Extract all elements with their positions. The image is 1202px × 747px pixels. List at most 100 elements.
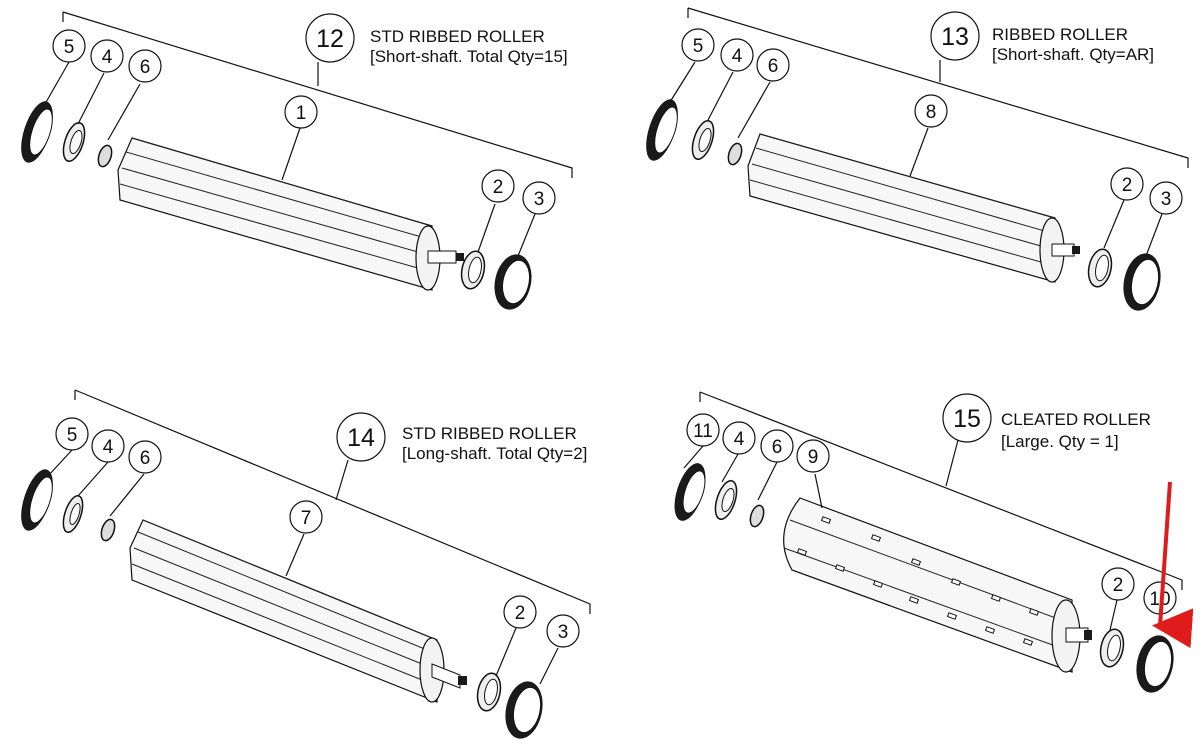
roller-rib — [789, 519, 1073, 625]
part-number: 4 — [734, 429, 745, 450]
highlight-arrow — [1152, 481, 1194, 649]
part-callout-circle — [52, 29, 86, 63]
part-number: 3 — [1161, 189, 1172, 210]
leader-line — [737, 81, 771, 139]
assembly-number: 14 — [347, 424, 375, 452]
cleat — [872, 580, 884, 588]
part-callout-circle — [289, 500, 323, 534]
assembly-subtitle: [Short-shaft. Qty=AR] — [992, 45, 1154, 64]
part-number: 5 — [67, 425, 78, 446]
part-number: 6 — [140, 57, 151, 78]
part-number: 3 — [558, 622, 569, 643]
roller-shaft-tip — [1072, 246, 1080, 254]
bearing-part-bore — [69, 502, 81, 526]
bearing-part-bore — [69, 129, 83, 155]
part-callout-circle — [914, 94, 948, 128]
roller-rib — [749, 179, 1056, 267]
spacer-part — [749, 504, 765, 528]
leader-line — [909, 127, 929, 177]
assembly-subtitle: [Large. Qty = 1] — [1001, 432, 1119, 451]
spacer-part — [100, 518, 116, 542]
spacer-part — [727, 142, 743, 166]
part-number: 5 — [64, 37, 75, 58]
part-number: 3 — [534, 189, 545, 210]
assembly-title: STD RIBBED ROLLER — [402, 424, 577, 443]
seal-part-bore — [654, 106, 678, 154]
assembly-callout-circle — [930, 11, 980, 61]
assembly-12: 12 STD RIBBED ROLLER [Short-shaft. Total… — [21, 11, 573, 310]
roller-shaft — [431, 663, 461, 689]
leader-line — [109, 473, 145, 517]
part-number: 6 — [140, 448, 151, 469]
cleat — [908, 596, 920, 604]
cleat — [946, 612, 958, 620]
cleat — [796, 548, 808, 556]
bearing-part-bore — [1095, 254, 1109, 282]
leader-line — [1145, 213, 1163, 257]
leader-line — [539, 647, 559, 685]
leader-line — [495, 627, 517, 677]
part-callout-circle — [284, 95, 318, 129]
leader-line — [1109, 599, 1118, 631]
part-callout-circle — [1149, 181, 1183, 215]
roller-rib — [783, 547, 1073, 653]
bearing-part-bore — [698, 127, 712, 153]
part-number: 4 — [103, 437, 114, 458]
part-number: 4 — [102, 47, 113, 68]
leader-line — [77, 461, 109, 497]
part-number: 9 — [808, 447, 819, 468]
cleat — [990, 594, 1002, 602]
bearing-part-bore — [721, 487, 735, 513]
leader-line — [335, 459, 349, 501]
seal-part-bore — [29, 476, 53, 524]
seal-part-bore — [29, 108, 53, 156]
assembly-bracket — [62, 11, 573, 178]
cleat — [834, 564, 846, 572]
assembly-subtitle: [Long-shaft. Total Qty=2] — [402, 444, 587, 463]
part-callout-circle — [522, 181, 556, 215]
part-callout-circle — [91, 429, 125, 463]
seal-part-bore — [682, 470, 706, 514]
assembly-subtitle: [Short-shaft. Total Qty=15] — [370, 47, 568, 66]
assembly-bracket — [699, 391, 1183, 590]
roller-rib — [119, 183, 433, 273]
leader-line — [683, 445, 704, 469]
roller-rib — [759, 133, 1056, 219]
roller-shaft — [1051, 243, 1075, 257]
part-number: 7 — [301, 508, 312, 529]
leader-line — [281, 127, 301, 181]
assembly-bracket — [687, 7, 1189, 168]
cleat — [984, 626, 996, 634]
seal-part-bore — [512, 686, 542, 734]
cleat — [1028, 608, 1040, 616]
assembly-callout-circle — [305, 13, 355, 63]
part-number: 2 — [493, 177, 504, 198]
spacer-part — [97, 144, 113, 168]
roller-rib — [142, 519, 438, 641]
part-callout-circle — [503, 595, 537, 629]
leader-line — [107, 83, 141, 141]
part-callout-circle — [128, 440, 162, 474]
assembly-bracket — [74, 389, 591, 614]
cleat — [950, 578, 962, 586]
bearing-part-bore — [1107, 634, 1121, 662]
seal-part-bore — [501, 259, 531, 305]
part-callout-circle — [55, 417, 89, 451]
part-callout-circle — [722, 421, 756, 455]
roller-rib — [137, 531, 438, 655]
leader-line — [47, 449, 73, 477]
part-callout-circle — [1110, 167, 1144, 201]
leader-line — [669, 61, 696, 103]
cleat-row — [796, 516, 1040, 646]
assembly-number: 15 — [953, 405, 981, 433]
leader-line — [814, 473, 823, 509]
leader-line — [1103, 199, 1125, 249]
assembly-number: 13 — [941, 23, 969, 51]
part-number: 5 — [693, 36, 704, 57]
roller-rib — [131, 137, 433, 227]
part-number: 2 — [1122, 175, 1133, 196]
part-callout-circle — [481, 169, 515, 203]
roller-body — [117, 137, 433, 291]
roller-rib — [125, 151, 433, 241]
